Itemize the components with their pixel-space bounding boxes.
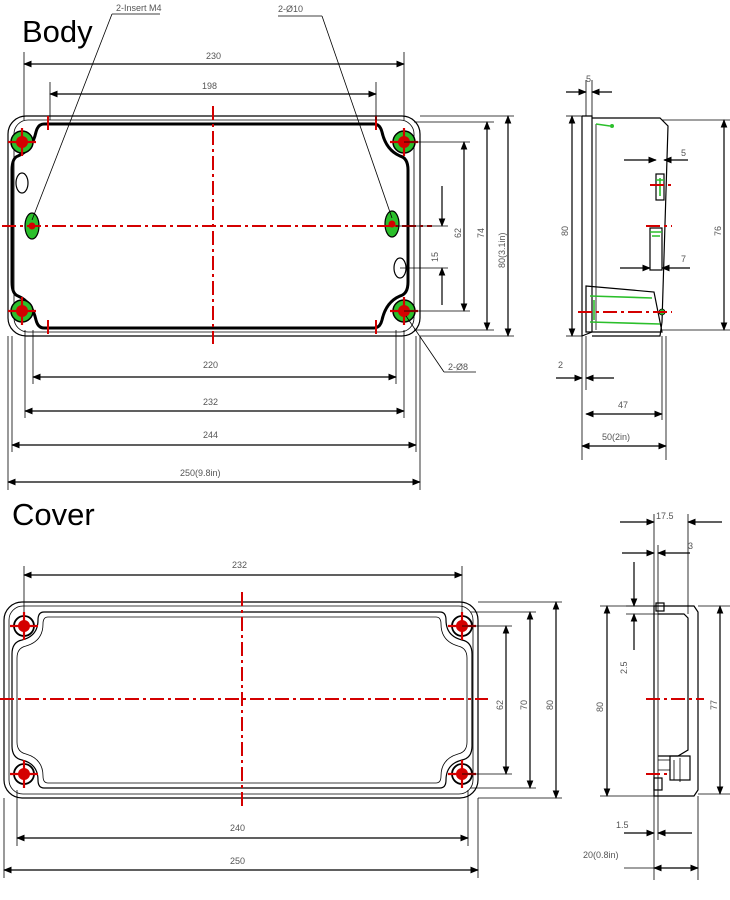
cover-dim-label-80: 80: [545, 700, 555, 710]
body-top-view: 2-Insert M4 2-Ø10 2-Ø8 230 198 220 232 2…: [2, 3, 514, 490]
body-side-profile: [581, 115, 593, 337]
insert-callout-leader: [31, 13, 113, 221]
dim-label-220: 220: [203, 360, 218, 370]
side-dim-label-76: 76: [713, 226, 723, 236]
dim-label-250: 250(9.8in): [180, 468, 221, 478]
hole10-callout-label: 2-Ø10: [278, 4, 303, 14]
side-dim-label-50: 50(2in): [602, 432, 630, 442]
cover-corner-hole-tl: [10, 612, 38, 640]
body-title: Body: [22, 14, 93, 49]
cover-top-view: 232 240 250 62 70 80: [0, 560, 562, 878]
dim-label-80: 80(3.1in): [497, 232, 507, 268]
dim-label-244: 244: [203, 430, 218, 440]
cover-side-dim-label-20: 20(0.8in): [583, 850, 619, 860]
body-corner-hole-bl: [8, 297, 36, 325]
dim-label-198: 198: [202, 81, 217, 91]
cover-dim-label-232: 232: [232, 560, 247, 570]
hole10-callout-leader: [321, 15, 393, 219]
cover-side-dim-label-2-5: 2.5: [619, 661, 629, 674]
cover-dim-label-250: 250: [230, 856, 245, 866]
cover-side-dim-label-17-5: 17.5: [656, 511, 674, 521]
body-inner-wall: [10, 122, 410, 330]
cover-side-view: 17.5 3 2.5 80 77 1.5 20(0.8in): [583, 511, 730, 880]
side-dim-label-5-mid: 5: [681, 148, 686, 158]
side-dim-label-80: 80: [560, 226, 570, 236]
body-slot-left: [15, 172, 29, 194]
cover-side-dim-label-1-5: 1.5: [616, 820, 629, 830]
body-insert-right: [384, 210, 400, 238]
side-dim-label-2: 2: [558, 360, 563, 370]
side-dim-label-5-top: 5: [586, 74, 591, 84]
dim-label-230: 230: [206, 51, 221, 61]
dim-label-15: 15: [430, 252, 440, 262]
dim-label-74: 74: [476, 228, 486, 238]
cover-side-dim-label-77: 77: [709, 700, 719, 710]
dim-label-62: 62: [453, 228, 463, 238]
insert-callout-label: 2-Insert M4: [116, 3, 162, 13]
body-corner-hole-tl: [8, 128, 36, 156]
hole8-callout-label: 2-Ø8: [448, 362, 468, 372]
cover-side-dim-label-3: 3: [688, 541, 693, 551]
cover-side-dim-label-80: 80: [595, 702, 605, 712]
cover-corner-hole-bl: [10, 760, 38, 788]
cover-dim-label-240: 240: [230, 823, 245, 833]
side-dim-label-7: 7: [681, 254, 686, 264]
dim-label-232: 232: [203, 397, 218, 407]
cover-dim-label-70: 70: [519, 700, 529, 710]
side-dim-label-47: 47: [618, 400, 628, 410]
cover-side-profile: [653, 605, 699, 797]
cover-dim-label-62: 62: [495, 700, 505, 710]
cover-title: Cover: [12, 497, 95, 532]
body-side-view: 5 5 7 80 76 2 47 50(2in): [556, 74, 730, 460]
hole8-callout-leader: [405, 315, 445, 373]
